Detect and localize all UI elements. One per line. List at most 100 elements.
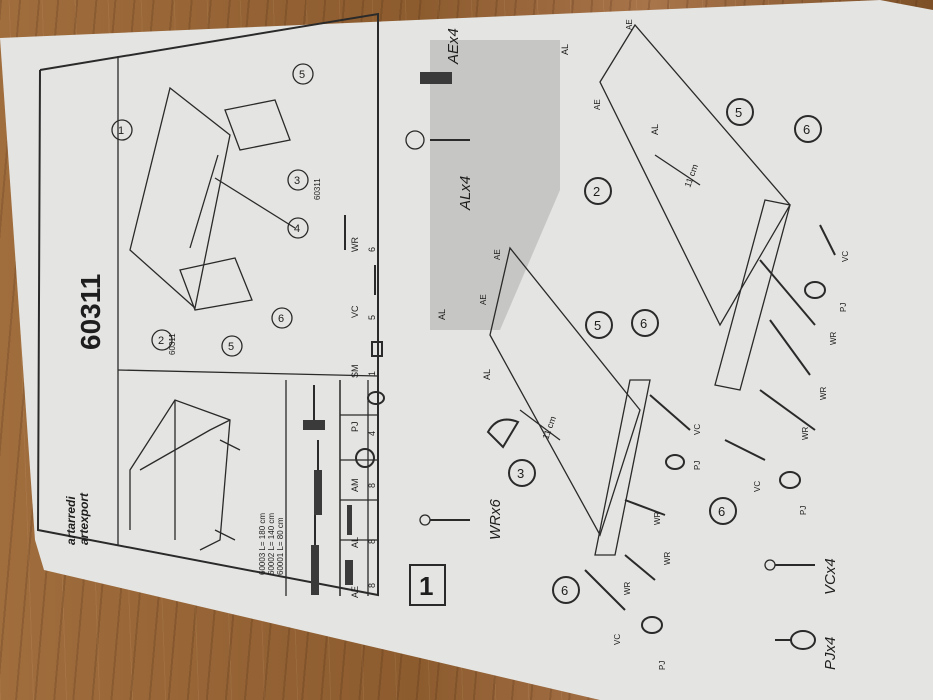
svg-text:2: 2 bbox=[158, 335, 164, 347]
overview-drawing bbox=[129, 86, 296, 311]
part-qty-wr: 6 bbox=[367, 247, 377, 252]
bracket-sm-icon bbox=[371, 341, 383, 357]
parts-table: AE 8 AL 8 AM 8 PJ 4 SM 1 VC 5 WR 6 bbox=[339, 215, 385, 598]
foot-pj-icon bbox=[367, 391, 385, 405]
svg-text:5: 5 bbox=[299, 69, 305, 81]
model-list: 60003 L= 180 cm 60002 L= 140 cm 60001 L=… bbox=[258, 513, 285, 575]
part-qty-al: 8 bbox=[367, 539, 377, 544]
model-1: 60003 L= 180 cm bbox=[258, 513, 267, 575]
ae-count: AEx4 bbox=[445, 28, 462, 65]
part-label-pj: PJ bbox=[693, 461, 702, 470]
part-label-ae: AE bbox=[625, 19, 634, 30]
part-label-wr: WR bbox=[623, 581, 632, 595]
part-label-pj: PJ bbox=[839, 303, 848, 312]
dowel-ae-icon bbox=[345, 560, 353, 585]
al-count: ALx4 bbox=[457, 176, 474, 211]
screw-vc-icon bbox=[764, 559, 815, 571]
svg-text:1: 1 bbox=[118, 125, 124, 137]
part-code-al: AL bbox=[350, 537, 360, 548]
phone-shadow bbox=[430, 40, 560, 330]
part-label-vc: VC bbox=[841, 251, 850, 262]
overview-callout-3: 3 bbox=[287, 169, 309, 191]
pj-count: PJx4 bbox=[822, 637, 839, 670]
svg-text:6: 6 bbox=[718, 504, 725, 519]
foot-pj-icon bbox=[775, 630, 816, 650]
overview-callout-5a: 5 bbox=[292, 63, 314, 85]
part-label-ae: AE bbox=[493, 249, 502, 260]
part-label-vc: VC bbox=[753, 481, 762, 492]
overview-callout-6: 6 bbox=[271, 307, 293, 329]
part-qty-vc: 5 bbox=[367, 315, 377, 320]
desk-thumbnail bbox=[129, 399, 241, 551]
svg-text:5: 5 bbox=[594, 318, 601, 333]
part-label-wr: WR bbox=[663, 551, 672, 565]
svg-text:2: 2 bbox=[593, 184, 600, 199]
vc-count: VCx4 bbox=[822, 558, 839, 595]
svg-text:60311: 60311 bbox=[75, 274, 106, 350]
part-code-ae: AE bbox=[350, 586, 360, 598]
part-label-al: AL bbox=[482, 369, 492, 380]
svg-text:6: 6 bbox=[803, 122, 810, 137]
part-qty-pj: 4 bbox=[367, 431, 377, 436]
part-label-al: AL bbox=[437, 309, 447, 320]
part-qty-ae: 8 bbox=[367, 583, 377, 588]
brand-logo: artarredi bbox=[64, 496, 78, 545]
part-code-vc: VC bbox=[350, 305, 360, 318]
part-label-vc: VC bbox=[613, 634, 622, 645]
svg-text:3: 3 bbox=[294, 175, 300, 187]
part-label-wr: WR bbox=[819, 386, 828, 400]
cam-am-icon bbox=[355, 448, 375, 468]
part-label-ae: AE bbox=[479, 294, 488, 305]
svg-text:6: 6 bbox=[640, 316, 647, 331]
svg-text:6: 6 bbox=[278, 313, 284, 325]
assembly-callout-2: 2 bbox=[584, 177, 612, 205]
overview-callout-2: 2 bbox=[151, 329, 173, 351]
assembly-callout-5b: 5 bbox=[726, 98, 754, 126]
part-label-al: AL bbox=[650, 124, 660, 135]
assembly-callout-5a: 5 bbox=[585, 311, 613, 339]
assembly-callout-6d: 6 bbox=[552, 576, 580, 604]
hammer-icon bbox=[303, 385, 325, 430]
sheet-code: 60311 bbox=[75, 274, 106, 350]
svg-text:artexport: artexport bbox=[77, 492, 91, 545]
overview-callout-4: 4 bbox=[287, 217, 309, 239]
screw-wr-icon bbox=[419, 514, 470, 526]
part-label-vc: VC bbox=[693, 424, 702, 435]
part-qty-am: 8 bbox=[367, 483, 377, 488]
overview-callout-1: 1 bbox=[111, 119, 133, 141]
pin-al-icon bbox=[347, 505, 352, 535]
part-code-wr: WR bbox=[350, 237, 360, 252]
assembly-callout-6b: 6 bbox=[794, 115, 822, 143]
svg-text:3: 3 bbox=[517, 466, 524, 481]
wr-count: WRx6 bbox=[487, 499, 504, 540]
assembly-drawing bbox=[486, 23, 836, 634]
part-qty-sm: 1 bbox=[367, 371, 377, 376]
header-frame bbox=[36, 12, 379, 597]
part-label-wr: WR bbox=[801, 426, 810, 440]
svg-text:4: 4 bbox=[294, 223, 300, 235]
part-label-al: AL bbox=[560, 44, 570, 55]
svg-text:artarredi: artarredi bbox=[64, 496, 78, 545]
overview-divider bbox=[117, 369, 379, 377]
part-code-sm: SM bbox=[350, 365, 360, 379]
svg-text:6: 6 bbox=[561, 583, 568, 598]
part-label-pj: PJ bbox=[799, 506, 808, 515]
part-label-wr: WR bbox=[829, 331, 838, 345]
assembly-callout-6c: 6 bbox=[709, 497, 737, 525]
svg-text:5: 5 bbox=[228, 341, 234, 353]
step-number-box: 1 bbox=[409, 564, 446, 606]
part-label-pj: PJ bbox=[658, 661, 667, 670]
part-code-am: AM bbox=[350, 479, 360, 493]
overview-sublabel: 60311 bbox=[168, 333, 177, 355]
model-2: 60002 L= 140 cm bbox=[267, 513, 276, 575]
dowel-ae-icon bbox=[420, 72, 452, 84]
assembly-callout-3: 3 bbox=[508, 459, 536, 487]
overview-sublabel: 60311 bbox=[313, 178, 322, 200]
screwdriver-phillips-icon bbox=[314, 440, 322, 515]
overview-callout-5b: 5 bbox=[221, 335, 243, 357]
part-label-ae: AE bbox=[593, 99, 602, 110]
part-code-pj: PJ bbox=[350, 421, 360, 432]
model-3: 60001 L= 80 cm bbox=[276, 517, 285, 575]
